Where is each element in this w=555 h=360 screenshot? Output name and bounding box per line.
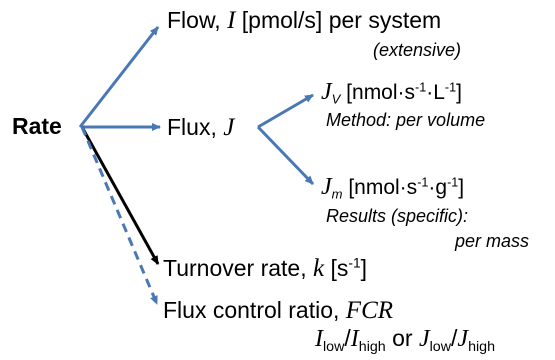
turnover-label: Turnover rate, k [s-1] [163,256,367,281]
fcr-expression: Ilow/Ihigh or Jlow/Jhigh [315,325,496,355]
fcr-text: Flux control ratio, [163,297,346,323]
jv-note-text: Method: per volume [326,110,486,130]
jm-subscript: m [331,186,343,202]
fcr-slash2: / [451,325,458,351]
fcr-symbol: FCR [345,297,394,324]
rate-text: Rate [12,113,62,139]
turnover-symbol: k [312,255,325,282]
fcr-j1-sub: low [429,338,452,355]
fcr-label: Flux control ratio, FCR [163,298,393,323]
flux-symbol: J [223,114,235,141]
root-rate-label: Rate [12,115,62,138]
jv-unit-b: ·L [426,81,445,104]
jv-subscript: V [331,91,341,107]
fcr-i2-sub: high [358,338,386,355]
jm-note-line2: per mass [455,232,529,250]
jm-exp-a: -1 [417,175,429,190]
arrow-rate-to-flow [78,26,160,128]
jv-exp-b: -1 [444,80,457,95]
jm-note-line1: Results (specific): [326,207,468,225]
jv-symbol: J [321,79,332,105]
turnover-unit-b: ] [360,255,368,281]
flux-text: Flux, [167,114,224,140]
jm-unit-b: ·g [428,176,448,199]
turnover-text: Turnover rate, [163,255,313,281]
turnover-exp: -1 [348,255,361,271]
jm-note-line1-text: Results (specific): [326,206,469,226]
jv-label: JV [nmol·s-1·L-1] [321,80,462,106]
arrow-rate-to-fcr [80,126,159,305]
fcr-i1: I [315,326,323,352]
flow-label: Flow, I [pmol/s] per system [167,8,441,33]
jm-note-line2-text: per mass [455,231,530,251]
jm-label: Jm [nmol·s-1·g-1] [321,175,464,201]
fcr-i1-sub: low [323,338,345,355]
jm-exp-b: -1 [447,175,459,190]
flow-symbol: I [227,7,236,34]
jm-symbol: J [321,174,332,200]
fcr-i2: I [350,326,359,352]
fcr-slash1: / [344,325,351,351]
fcr-j2-sub: high [468,338,496,355]
jv-note: Method: per volume [326,111,485,129]
flow-note: (extensive) [373,41,461,59]
jv-unit-a: [nmol·s [340,81,416,104]
jm-unit-c: ] [458,176,465,199]
arrow-rate-to-turnover [80,126,160,265]
turnover-unit-a: [s [324,255,349,281]
jm-unit-a: [nmol·s [342,176,418,199]
fcr-j1: J [418,326,430,352]
jv-unit-c: ] [456,81,462,104]
jv-exp-a: -1 [415,80,427,95]
fcr-or: or [385,325,419,351]
flux-label: Flux, J [167,115,234,140]
arrow-flux-to-jm [256,125,315,186]
flow-note-text: (extensive) [373,40,462,60]
arrow-flux-to-jv [257,93,314,129]
fcr-j2: J [457,326,469,352]
flow-unit: [pmol/s] per system [235,7,442,33]
flow-text: Flow, [167,7,228,33]
